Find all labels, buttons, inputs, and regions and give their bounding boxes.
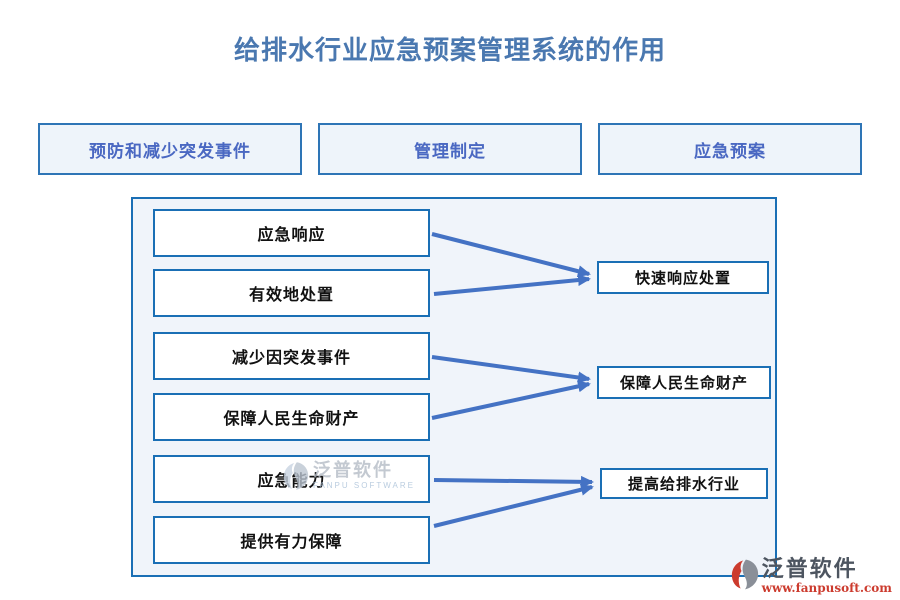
flow-box-label: 保障人民生命财产 bbox=[223, 411, 360, 428]
flow-box-label: 保障人民生命财产 bbox=[619, 375, 748, 392]
arrow bbox=[431, 355, 591, 384]
flow-left-box-effective-handling: 有效地处置 bbox=[153, 269, 430, 317]
flow-right-box-improve-industry: 提高给排水行业 bbox=[600, 468, 768, 499]
arrow bbox=[433, 475, 594, 488]
flow-box-label: 提高给排水行业 bbox=[627, 476, 740, 493]
top-boxes-row: 预防和减少突发事件 管理制定 应急预案 bbox=[38, 123, 862, 175]
flow-box-label: 有效地处置 bbox=[248, 287, 334, 304]
top-box-label: 应急预案 bbox=[694, 141, 766, 161]
flow-box-label: 提供有力保障 bbox=[240, 534, 343, 551]
arrow bbox=[431, 380, 591, 420]
footer-logo-name: 泛普软件 bbox=[761, 556, 858, 582]
flow-left-box-protect-people-property: 保障人民生命财产 bbox=[153, 393, 430, 441]
footer-logo-url: www.fanpusoft.com bbox=[761, 581, 892, 595]
top-box-management-formulation: 管理制定 bbox=[318, 123, 582, 175]
arrow bbox=[433, 274, 591, 296]
flow-left-box-emergency-response: 应急响应 bbox=[153, 209, 430, 257]
flow-left-box-strong-guarantee: 提供有力保障 bbox=[153, 516, 430, 564]
top-box-label: 管理制定 bbox=[414, 141, 486, 161]
flow-box-label: 应急响应 bbox=[257, 227, 326, 244]
arrow bbox=[433, 483, 594, 528]
flow-right-box-rapid-response: 快速响应处置 bbox=[597, 261, 769, 294]
flow-panel: 应急响应 有效地处置 减少因突发事件 保障人民生命财产 应急能力 提供有力保障 … bbox=[131, 197, 777, 577]
flow-left-box-reduce-incidents: 减少因突发事件 bbox=[153, 332, 430, 380]
top-box-prevent-reduce-incidents: 预防和减少突发事件 bbox=[38, 123, 302, 175]
top-box-label: 预防和减少突发事件 bbox=[89, 141, 251, 161]
flow-box-label: 快速响应处置 bbox=[634, 270, 731, 287]
fanpu-logo-icon bbox=[731, 559, 758, 590]
flow-right-box-protect-people-property: 保障人民生命财产 bbox=[597, 366, 771, 399]
flow-box-label: 应急能力 bbox=[257, 473, 326, 490]
top-box-emergency-plan: 应急预案 bbox=[598, 123, 862, 175]
footer-logo: 泛普软件 www.fanpusoft.com bbox=[731, 558, 892, 594]
flow-box-label: 减少因突发事件 bbox=[231, 350, 351, 367]
arrow bbox=[431, 232, 591, 278]
page-title: 给排水行业应急预案管理系统的作用 bbox=[233, 36, 666, 66]
footer-logo-text: 泛普软件 www.fanpusoft.com bbox=[762, 558, 892, 594]
flow-left-box-emergency-capability: 应急能力 bbox=[153, 455, 430, 503]
